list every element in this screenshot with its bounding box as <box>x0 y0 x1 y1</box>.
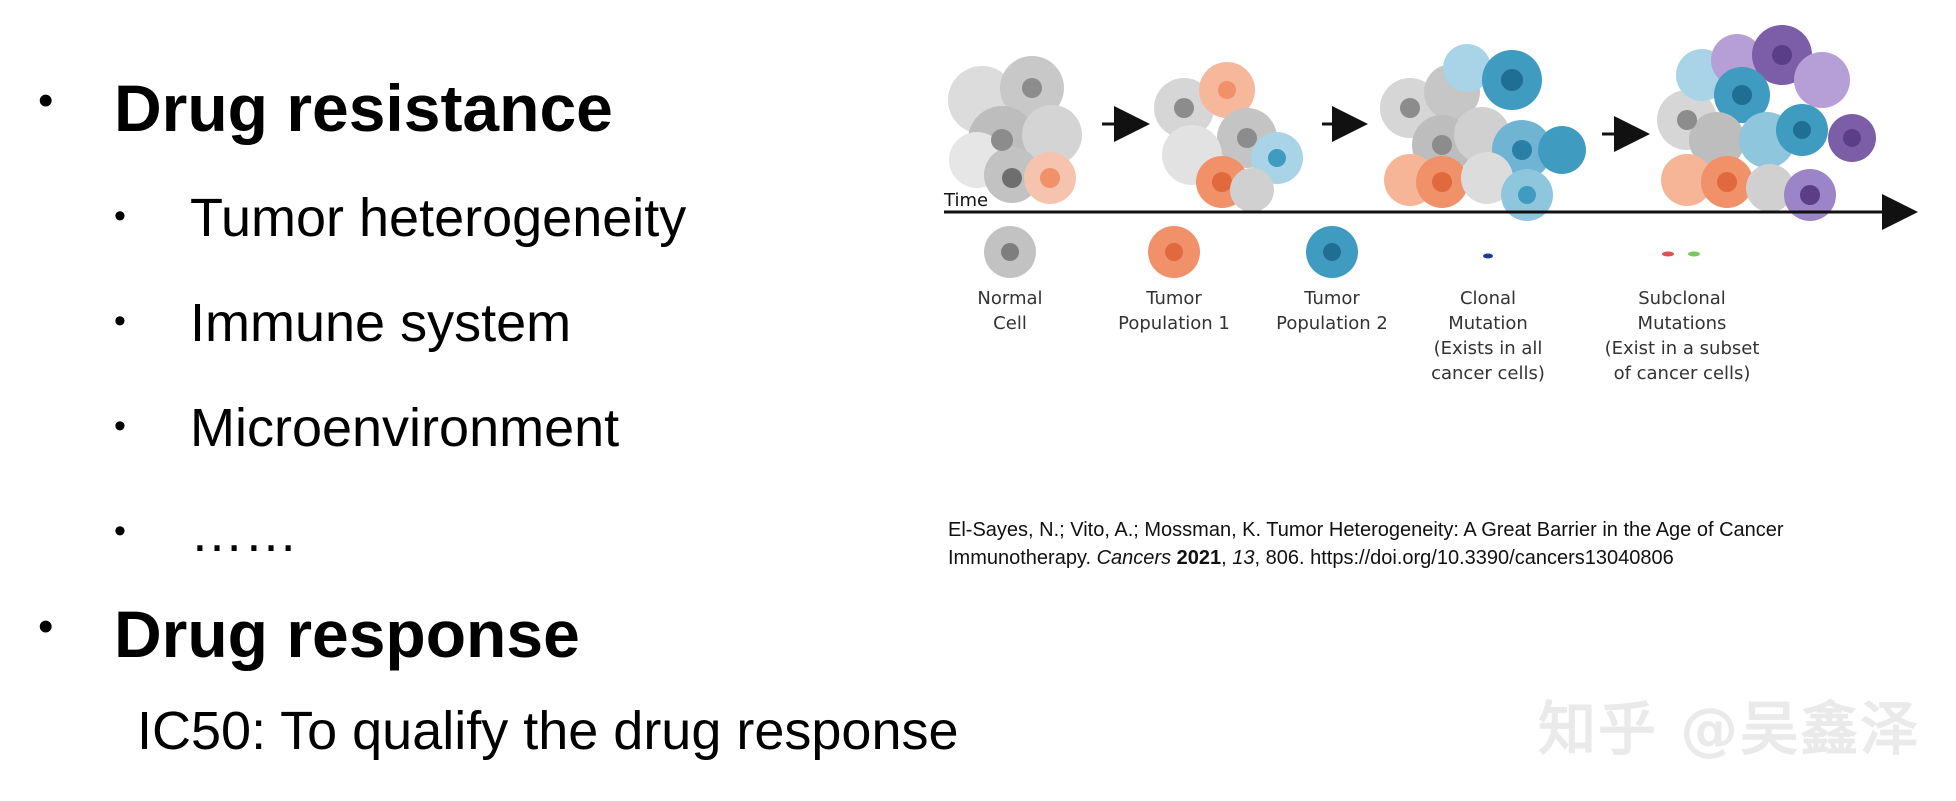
legend-label: Population 2 <box>1276 313 1388 334</box>
stage-1-cluster <box>948 56 1082 204</box>
bullet-dot: • <box>38 76 54 125</box>
legend-label: Tumor <box>1145 288 1202 309</box>
stage-3-cluster <box>1380 44 1586 221</box>
legend-label: Population 1 <box>1118 313 1230 334</box>
citation-volume: 13 <box>1232 547 1255 569</box>
ic50-note: IC50: To qualify the drug response <box>137 701 959 761</box>
subitem-tumor-heterogeneity: Tumor heterogeneity <box>190 188 687 248</box>
legend-label: Subclonal <box>1638 288 1726 309</box>
stage-4-cluster <box>1657 25 1876 221</box>
legend-clonal-icon <box>1483 253 1493 259</box>
legend-label: cancer cells) <box>1431 363 1545 384</box>
bullet-dot: • <box>38 602 54 651</box>
legend-label: of cancer cells) <box>1614 363 1751 384</box>
bullet-dot: • <box>114 302 126 340</box>
legend-label: Mutations <box>1638 313 1727 334</box>
legend-label: Normal <box>977 288 1042 309</box>
legend-label: Mutation <box>1448 313 1528 334</box>
bullet-dot: • <box>114 512 126 550</box>
bullet-dot: • <box>114 197 126 235</box>
citation-journal: Cancers <box>1096 547 1172 569</box>
citation-line-2: Immunotherapy. Cancers 2021, 13, 806. ht… <box>948 544 1948 572</box>
tumor-heterogeneity-figure: Time Normal Cell Tumor Population 1 Tumo… <box>943 25 1918 384</box>
time-label: Time <box>943 190 988 211</box>
subitem-microenvironment: Microenvironment <box>190 398 620 458</box>
legend-label: (Exist in a subset <box>1605 338 1760 359</box>
heading-drug-resistance: Drug resistance <box>114 71 613 145</box>
legend-subclonal-red-icon <box>1662 251 1674 257</box>
legend-label: Clonal <box>1460 288 1516 309</box>
subitem-immune-system: Immune system <box>190 293 572 353</box>
bullet-dot: • <box>114 407 126 445</box>
citation-year: 2021 <box>1176 547 1222 569</box>
legend-label: Tumor <box>1303 288 1360 309</box>
legend-label: Cell <box>993 313 1027 334</box>
subitem-ellipsis: …… <box>190 503 298 563</box>
legend-label: (Exists in all <box>1434 338 1543 359</box>
citation-text: Immunotherapy. <box>948 547 1097 569</box>
citation-rest: , 806. https://doi.org/10.3390/cancers13… <box>1254 547 1674 569</box>
citation: El-Sayes, N.; Vito, A.; Mossman, K. Tumo… <box>948 516 1948 572</box>
watermark: 知乎 @吴鑫泽 <box>1538 695 1921 763</box>
legend-subclonal-green-icon <box>1688 251 1700 257</box>
legend-labels: Normal Cell Tumor Population 1 Tumor Pop… <box>977 288 1759 384</box>
citation-sep: , <box>1221 547 1233 569</box>
heading-drug-response: Drug response <box>114 597 580 671</box>
stage-2-cluster <box>1154 62 1303 212</box>
citation-line-1: El-Sayes, N.; Vito, A.; Mossman, K. Tumo… <box>948 519 1784 541</box>
